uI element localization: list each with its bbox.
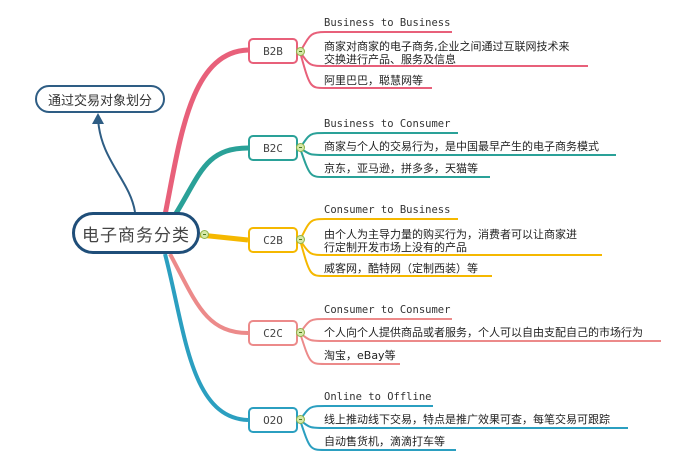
branch-label: C2B [263,233,283,247]
leaf-full-name: Consumer to Consumer [324,304,451,316]
leaf-description: 商家对商家的电子商务,企业之间通过互联网技术来 交换进行产品、服务及信息 [324,40,570,66]
branch-b2b[interactable]: B2B [248,38,298,64]
leaf-examples: 淘宝，eBay等 [324,349,396,362]
leaf-full-name: Consumer to Business [324,204,451,216]
leaf-examples: 阿里巴巴，聪慧网等 [324,74,423,87]
leaf-full-name: Business to Business [324,17,451,29]
collapse-toggle-icon[interactable] [296,328,305,337]
central-topic-label: 电子商务分类 [82,225,190,246]
leaf-examples: 京东，亚马逊，拼多多，天猫等 [324,162,478,175]
collapse-toggle-icon[interactable] [296,415,305,424]
collapse-toggle-icon[interactable] [200,230,209,239]
leaf-full-name: Online to Offline [324,391,432,403]
collapse-toggle-icon[interactable] [296,235,305,244]
branch-label: O2O [263,413,283,427]
branch-b2c[interactable]: B2C [248,135,298,161]
collapse-toggle-icon[interactable] [296,47,305,56]
branch-label: B2C [263,141,283,155]
branch-label: C2C [263,326,283,340]
leaf-description: 个人向个人提供商品或者服务，个人可以自由支配自己的市场行为 [324,326,643,339]
leaf-examples: 威客网，酷特网（定制西装）等 [324,262,478,275]
leaf-description: 线上推动线下交易，特点是推广效果可查，每笔交易可跟踪 [324,413,610,426]
branch-label: B2B [263,44,283,58]
branch-c2b[interactable]: C2B [248,227,298,253]
floating-topic[interactable]: 通过交易对象划分 [35,85,165,113]
collapse-toggle-icon[interactable] [296,143,305,152]
leaf-description: 商家与个人的交易行为，是中国最早产生的电子商务模式 [324,140,599,153]
leaf-examples: 自动售货机，滴滴打车等 [324,435,445,448]
branch-c2c[interactable]: C2C [248,320,298,346]
branch-o2o[interactable]: O2O [248,407,298,433]
leaf-description: 由个人为主导力量的购买行为，消费者可以让商家进 行定制开发市场上没有的产品 [324,228,577,254]
central-topic[interactable]: 电子商务分类 [72,212,200,254]
leaf-full-name: Business to Consumer [324,118,451,130]
floating-topic-label: 通过交易对象划分 [47,93,152,109]
